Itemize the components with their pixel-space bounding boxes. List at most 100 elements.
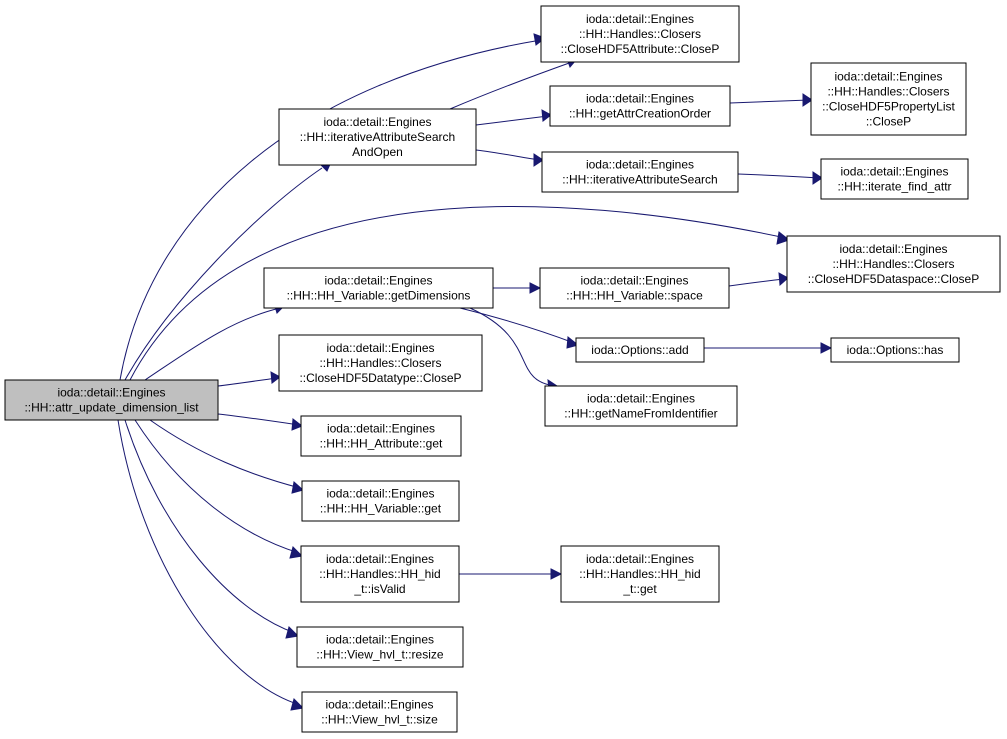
node-label-line: ::HH::HH_Variable::get <box>320 502 442 516</box>
node-box <box>810 62 967 136</box>
node-view-resize[interactable]: ioda::detail::Engines::HH::View_hvl_t::r… <box>296 626 464 668</box>
edge-get_dimensions-to-name_from_id <box>469 307 558 392</box>
node-box <box>4 379 219 421</box>
node-box <box>540 5 740 63</box>
node-label-line: ::HH::attr_update_dimension_list <box>24 401 199 415</box>
call-nodes: ioda::detail::Engines::HH::attr_update_d… <box>4 5 1001 733</box>
node-root[interactable]: ioda::detail::Engines::HH::attr_update_d… <box>4 379 219 421</box>
edge-root-to-var_get <box>149 419 305 494</box>
node-label-line: ::HH::iterativeAttributeSearch <box>300 130 455 144</box>
node-close-attr[interactable]: ioda::detail::Engines::HH::Handles::Clos… <box>540 5 740 63</box>
edge-root-to-view_resize <box>124 419 300 639</box>
node-box <box>300 545 460 603</box>
node-label-line: ::CloseHDF5Attribute::CloseP <box>561 42 720 56</box>
node-label-line: ::HH::HH_Variable::space <box>566 289 703 303</box>
node-label-line: ::HH::iterativeAttributeSearch <box>562 173 717 187</box>
node-label-line: ::HH::Handles::Closers <box>827 85 949 99</box>
node-label-line: ::HH::Handles::HH_hid <box>319 567 440 581</box>
node-close-proplist[interactable]: ioda::detail::Engines::HH::Handles::Clos… <box>810 62 967 136</box>
node-var-space[interactable]: ioda::detail::Engines::HH::HH_Variable::… <box>539 267 730 309</box>
node-label-line: _t::get <box>622 582 657 596</box>
node-label-line: ::CloseP <box>866 115 911 129</box>
node-box <box>300 415 462 457</box>
node-close-datatype[interactable]: ioda::detail::Engines::HH::Handles::Clos… <box>278 334 483 392</box>
node-box <box>830 337 960 363</box>
node-label-line: ioda::detail::Engines <box>326 633 434 647</box>
node-label-line: ioda::detail::Engines <box>839 242 947 256</box>
node-options-add[interactable]: ioda::Options::add <box>575 337 705 363</box>
node-box <box>263 267 494 309</box>
edge-iter_search_open-to-get_attr_order <box>475 109 552 126</box>
node-label-line: ioda::Options::add <box>591 343 688 357</box>
node-box <box>301 480 460 522</box>
node-box <box>575 337 705 363</box>
node-box <box>786 235 1001 293</box>
node-label-line: ioda::Options::has <box>847 343 944 357</box>
node-label-line: ioda::detail::Engines <box>586 552 694 566</box>
node-box <box>301 691 458 733</box>
node-label-line: ioda::detail::Engines <box>586 92 694 106</box>
node-box <box>296 626 464 668</box>
node-box <box>541 151 739 193</box>
node-label-line: ::CloseHDF5Dataspace::CloseP <box>808 272 979 286</box>
node-label-line: ioda::detail::Engines <box>323 115 431 129</box>
edge-hid_isvalid-to-hid_get <box>459 568 563 580</box>
edge-root-to-close_datatype <box>217 371 281 387</box>
node-label-line: ::HH::Handles::Closers <box>832 257 954 271</box>
node-label-line: ioda::detail::Engines <box>57 386 165 400</box>
edge-root-to-hid_isvalid <box>134 419 304 559</box>
node-get-dimensions[interactable]: ioda::detail::Engines::HH::HH_Variable::… <box>263 267 494 309</box>
node-get-attr-order[interactable]: ioda::detail::Engines::HH::getAttrCreati… <box>549 85 731 127</box>
node-box <box>560 545 720 603</box>
node-label-line: ioda::detail::Engines <box>840 165 948 179</box>
node-box <box>544 385 738 427</box>
edge-get_attr_order-to-close_proplist <box>729 93 813 107</box>
node-box <box>278 334 483 392</box>
edge-root-to-close_dataspace <box>129 205 791 381</box>
node-iterate-find[interactable]: ioda::detail::Engines::HH::iterate_find_… <box>820 158 969 200</box>
node-label-line: ::HH::HH_Attribute::get <box>320 437 443 451</box>
node-label-line: ::CloseHDF5Datatype::CloseP <box>299 371 461 385</box>
node-var-get[interactable]: ioda::detail::Engines::HH::HH_Variable::… <box>301 480 460 522</box>
node-label-line: ioda::detail::Engines <box>834 70 942 84</box>
node-label-line: _t::isValid <box>353 582 405 596</box>
node-label-line: ::HH::Handles::HH_hid <box>579 567 700 581</box>
edge-root-to-get_dimensions <box>144 302 285 381</box>
node-label-line: ioda::detail::Engines <box>327 422 435 436</box>
node-iter-search[interactable]: ioda::detail::Engines::HH::iterativeAttr… <box>541 151 739 193</box>
edge-var_space-to-close_dataspace <box>728 272 789 287</box>
node-label-line: AndOpen <box>352 145 403 159</box>
node-name-from-id[interactable]: ioda::detail::Engines::HH::getNameFromId… <box>544 385 738 427</box>
node-iter-search-open[interactable]: ioda::detail::Engines::HH::iterativeAttr… <box>278 108 477 166</box>
node-label-line: ioda::detail::Engines <box>580 274 688 288</box>
edge-root-to-view_size <box>117 419 305 711</box>
node-options-has[interactable]: ioda::Options::has <box>830 337 960 363</box>
node-label-line: ::HH::getNameFromIdentifier <box>564 407 717 421</box>
node-label-line: ::CloseHDF5PropertyList <box>822 100 955 114</box>
node-label-line: ::HH::iterate_find_attr <box>837 180 951 194</box>
edge-root-to-attr_get <box>217 413 303 431</box>
edge-iter_search_open-to-iter_search <box>475 149 544 167</box>
edge-get_dimensions-to-options_add <box>459 307 580 349</box>
node-label-line: ::HH::Handles::Closers <box>579 27 701 41</box>
node-box <box>820 158 969 200</box>
node-view-size[interactable]: ioda::detail::Engines::HH::View_hvl_t::s… <box>301 691 458 733</box>
node-hid-get[interactable]: ioda::detail::Engines::HH::Handles::HH_h… <box>560 545 720 603</box>
node-label-line: ::HH::View_hvl_t::resize <box>316 648 443 662</box>
node-label-line: ioda::detail::Engines <box>587 392 695 406</box>
node-box <box>539 267 730 309</box>
node-label-line: ::HH::View_hvl_t::size <box>321 713 438 727</box>
node-label-line: ::HH::getAttrCreationOrder <box>569 107 711 121</box>
node-box <box>549 85 731 127</box>
node-label-line: ioda::detail::Engines <box>324 274 432 288</box>
node-label-line: ioda::detail::Engines <box>586 12 694 26</box>
node-hid-isvalid[interactable]: ioda::detail::Engines::HH::Handles::HH_h… <box>300 545 460 603</box>
node-label-line: ioda::detail::Engines <box>326 552 434 566</box>
edge-iter_search-to-iterate_find <box>737 171 823 185</box>
node-attr-get[interactable]: ioda::detail::Engines::HH::HH_Attribute:… <box>300 415 462 457</box>
node-label-line: ::HH::Handles::Closers <box>319 356 441 370</box>
node-label-line: ::HH::HH_Variable::getDimensions <box>287 289 471 303</box>
node-label-line: ioda::detail::Engines <box>326 487 434 501</box>
node-close-dataspace[interactable]: ioda::detail::Engines::HH::Handles::Clos… <box>786 235 1001 293</box>
